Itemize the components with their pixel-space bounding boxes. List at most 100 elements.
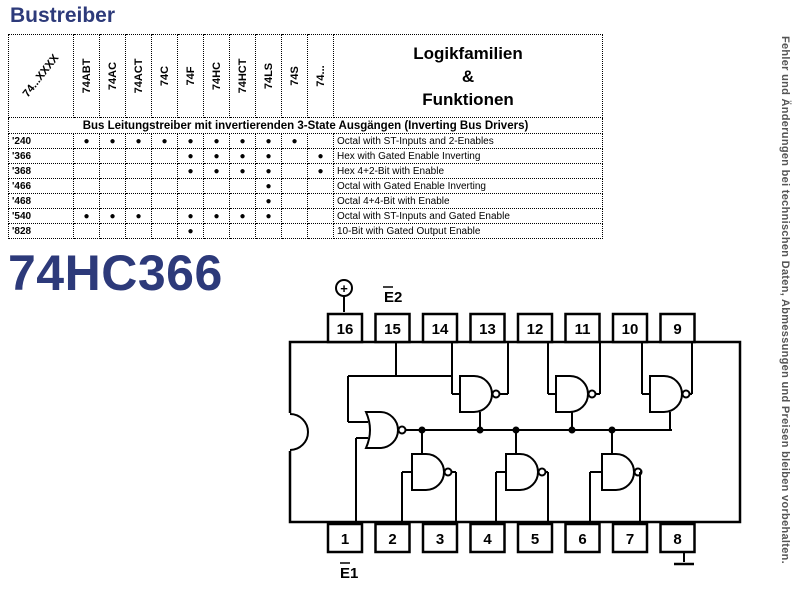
table-row: '366●●●●●Hex with Gated Enable Inverting	[8, 148, 603, 164]
availability-cell	[177, 193, 204, 209]
availability-cell: ●	[281, 133, 308, 149]
page-title: Bustreiber	[10, 4, 116, 27]
availability-cell	[307, 208, 334, 224]
table-title-line: &	[461, 66, 475, 86]
pin-number: 12	[527, 321, 544, 338]
pin-number: 15	[384, 321, 401, 338]
table-header-row: 74...XXXX 74ABT 74AC 74ACT 74C 74F 74HC …	[8, 34, 603, 118]
enable-gate	[347, 342, 672, 522]
pin-number: 9	[673, 321, 681, 338]
family-label: 74HCT	[236, 58, 249, 94]
buffer-gate-bottom	[401, 426, 457, 522]
table-body: Bus Leitungstreiber mit invertierenden 3…	[8, 117, 603, 239]
buffer-gate-top	[641, 342, 693, 430]
availability-cell: ●	[99, 133, 126, 149]
function-description: Octal with ST-Inputs and Gated Enable	[333, 208, 603, 224]
availability-cell	[73, 223, 100, 239]
part-code: '828	[8, 223, 74, 239]
ic-pin: 10	[611, 312, 649, 344]
ic-pin: 7	[611, 522, 649, 554]
availability-cell: ●	[229, 133, 256, 149]
section-label: Bus Leitungstreiber mit invertierenden 3…	[8, 117, 603, 134]
pin-number: 16	[337, 321, 354, 338]
pin-number: 10	[622, 321, 639, 338]
availability-cell: ●	[307, 148, 334, 164]
table-row: '466●Octal with Gated Enable Inverting	[8, 178, 603, 194]
logic-family-table: 74...XXXX 74ABT 74AC 74ACT 74C 74F 74HC …	[8, 34, 603, 239]
function-description: Hex 4+2-Bit with Enable	[333, 163, 603, 179]
family-label: 74ACT	[132, 58, 145, 94]
availability-cell	[307, 193, 334, 209]
enable-bottom-label: E1	[340, 565, 358, 582]
availability-cell: ●	[203, 133, 230, 149]
ic-pin: 14	[421, 312, 459, 344]
availability-cell	[151, 178, 178, 194]
availability-cell	[229, 223, 256, 239]
availability-cell	[177, 178, 204, 194]
availability-cell	[281, 223, 308, 239]
table-title-line: Funktionen	[422, 89, 514, 109]
availability-cell: ●	[177, 133, 204, 149]
family-header: 74HCT	[229, 34, 256, 118]
availability-cell: ●	[229, 148, 256, 164]
section-row: Bus Leitungstreiber mit invertierenden 3…	[8, 117, 603, 134]
availability-cell	[99, 148, 126, 164]
vcc-symbol: +	[340, 281, 348, 296]
availability-cell	[151, 193, 178, 209]
availability-cell	[281, 163, 308, 179]
availability-cell: ●	[125, 208, 152, 224]
ic-pin: 12	[516, 312, 554, 344]
pin-number: 4	[483, 531, 492, 548]
availability-cell	[125, 193, 152, 209]
pin-number: 7	[626, 531, 634, 548]
availability-cell: ●	[255, 163, 282, 179]
availability-cell: ●	[125, 133, 152, 149]
side-disclaimer-text: Fehler und Änderungen bei technischen Da…	[779, 35, 791, 565]
availability-cell	[307, 223, 334, 239]
availability-cell	[99, 163, 126, 179]
availability-cell: ●	[203, 208, 230, 224]
family-header: 74ABT	[73, 34, 100, 118]
ic-pin: 15	[374, 312, 411, 344]
ic-pin: 3	[421, 522, 459, 554]
buffer-gate-bottom	[495, 426, 549, 522]
availability-cell: ●	[177, 208, 204, 224]
availability-cell	[281, 193, 308, 209]
availability-cell	[73, 193, 100, 209]
ic-pin: 9	[659, 312, 696, 344]
pin-number: 2	[388, 531, 396, 548]
pin-number: 1	[341, 531, 349, 548]
pin-number: 3	[436, 531, 444, 548]
ic-pin: 6	[564, 522, 601, 554]
availability-cell: ●	[73, 133, 100, 149]
family-label: 74AC	[106, 61, 119, 91]
availability-cell	[125, 163, 152, 179]
part-code: '366	[8, 148, 74, 164]
availability-cell	[99, 178, 126, 194]
availability-cell	[99, 193, 126, 209]
availability-cell	[151, 208, 178, 224]
ic-pin: 2	[374, 522, 411, 554]
pin-number: 14	[432, 321, 449, 338]
availability-cell	[229, 193, 256, 209]
availability-cell	[99, 223, 126, 239]
availability-cell	[125, 223, 152, 239]
buffer-gate-top	[451, 342, 509, 430]
table-title: Logikfamilien & Funktionen	[333, 34, 603, 118]
buffer-gate-top	[547, 342, 601, 430]
availability-cell	[73, 163, 100, 179]
ic-pin: 13	[469, 312, 506, 344]
availability-cell: ●	[177, 163, 204, 179]
ic-pin: 4	[469, 522, 506, 554]
availability-cell: ●	[203, 148, 230, 164]
availability-cell: ●	[307, 163, 334, 179]
family-header: 74HC	[203, 34, 230, 118]
family-label: 74S	[288, 66, 301, 86]
part-code: '466	[8, 178, 74, 194]
pin1-notch	[289, 413, 309, 451]
availability-cell	[203, 223, 230, 239]
pin-number: 5	[531, 531, 539, 548]
